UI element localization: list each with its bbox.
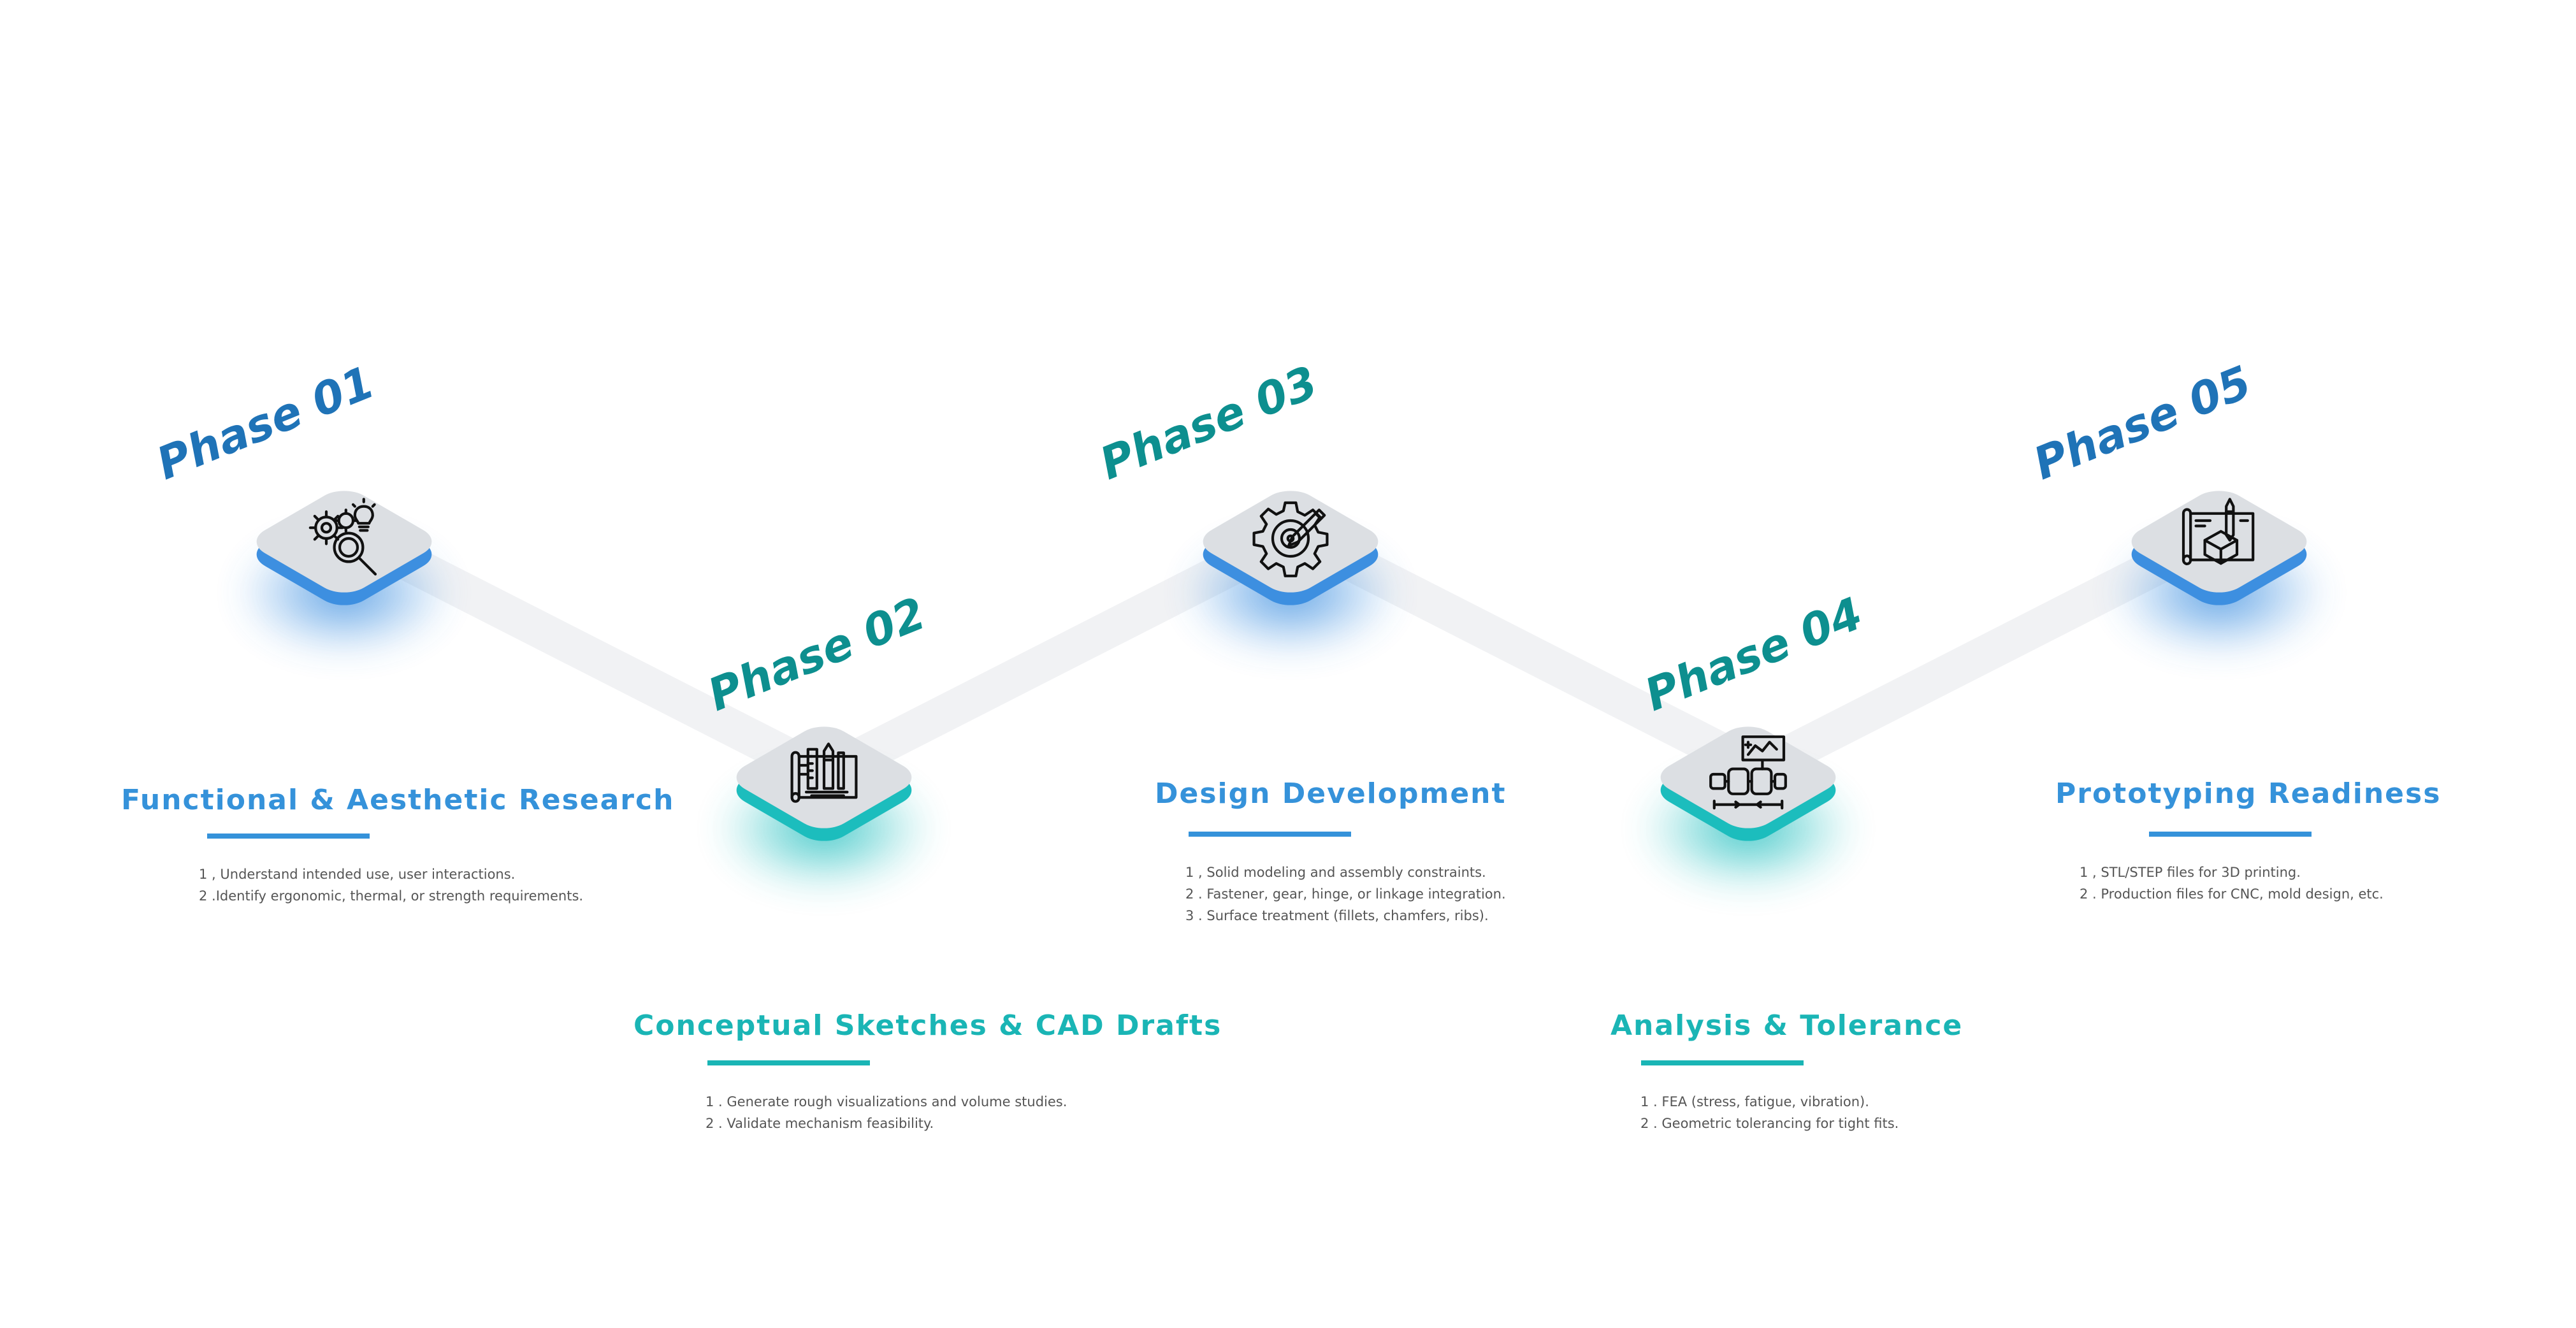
phase-title-2: Conceptual Sketches & CAD Drafts [633, 1009, 1222, 1042]
phase-point: 1 . FEA (stress, fatigue, vibration). [1640, 1094, 1869, 1109]
phase-node-3 [1144, 433, 1437, 656]
phase-underline-2 [707, 1060, 870, 1065]
gear-target-pencil-icon [1246, 494, 1335, 583]
phase-title-5: Prototyping Readiness [2055, 777, 2442, 810]
phase-title-4: Analysis & Tolerance [1610, 1009, 1964, 1042]
gears-magnifier-icon [300, 494, 389, 583]
phase-point: 2 . Fastener, gear, hinge, or linkage in… [1185, 886, 1506, 902]
phase-points-2: 1 . Generate rough visualizations and vo… [706, 1091, 1067, 1134]
phase-title-1: Functional & Aesthetic Research [121, 784, 675, 816]
phase-node-5 [2073, 433, 2366, 656]
phase-underline-1 [207, 834, 370, 839]
phase-underline-5 [2149, 832, 2312, 837]
phase-points-4: 1 . FEA (stress, fatigue, vibration). 2 … [1640, 1091, 1899, 1134]
phase-point: 2 .Identify ergonomic, thermal, or stren… [199, 888, 584, 904]
phase-title-3: Design Development [1155, 777, 1507, 810]
phase-node-1 [198, 433, 491, 656]
phase-point: 2 . Validate mechanism feasibility. [706, 1116, 934, 1131]
phase-point: 1 , Understand intended use, user intera… [199, 867, 516, 882]
blueprint-cube-pencil-icon [2174, 494, 2264, 583]
blueprint-tools-icon [779, 730, 869, 819]
phase-points-5: 1 , STL/STEP files for 3D printing. 2 . … [2080, 862, 2384, 905]
phase-point: 3 . Surface treatment (fillets, chamfers… [1185, 908, 1489, 923]
phase-node-4 [1602, 669, 1895, 892]
phase-underline-3 [1189, 832, 1351, 837]
phase-point: 2 . Geometric tolerancing for tight fits… [1640, 1116, 1899, 1131]
phase-node-2 [677, 669, 971, 892]
mechanism-chart-icon [1704, 730, 1793, 819]
phase-point: 1 , STL/STEP files for 3D printing. [2080, 865, 2301, 880]
phase-points-3: 1 , Solid modeling and assembly constrai… [1185, 862, 1506, 927]
phase-point: 2 . Production files for CNC, mold desig… [2080, 886, 2384, 902]
phase-underline-4 [1641, 1060, 1804, 1065]
phase-point: 1 . Generate rough visualizations and vo… [706, 1094, 1067, 1109]
phase-point: 1 , Solid modeling and assembly constrai… [1185, 865, 1486, 880]
phase-points-1: 1 , Understand intended use, user intera… [199, 863, 583, 907]
